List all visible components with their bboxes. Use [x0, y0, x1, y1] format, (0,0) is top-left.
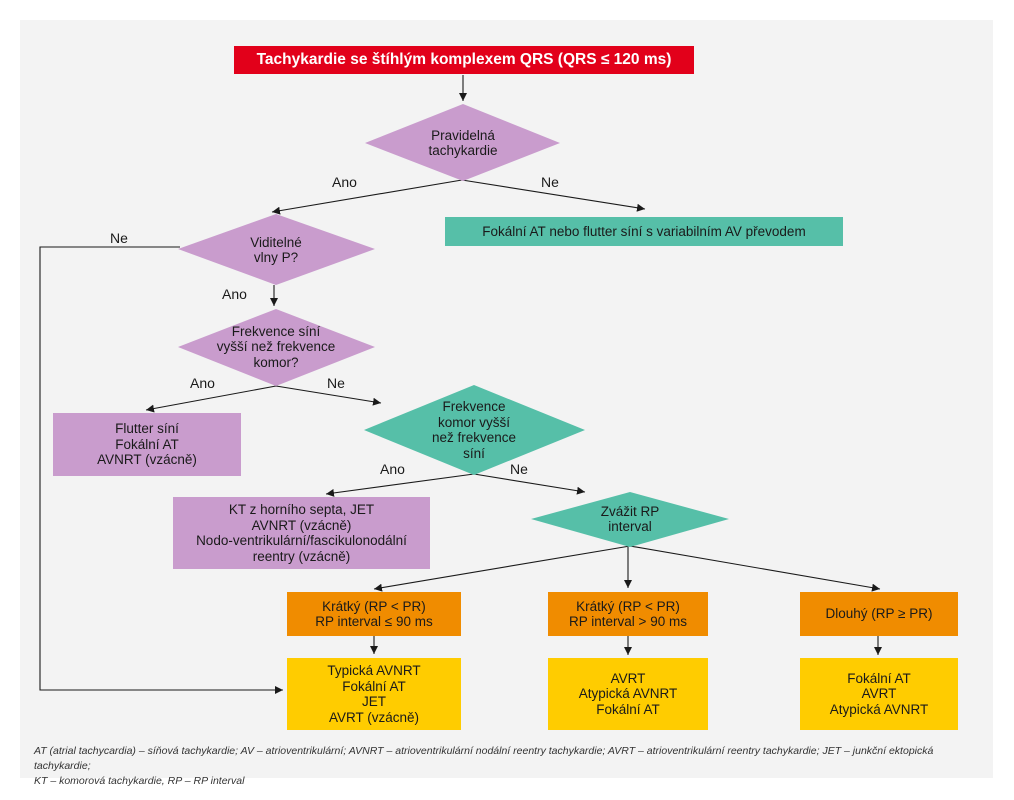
outcome-short-le90: Krátký (RP < PR) RP interval ≤ 90 ms [287, 592, 461, 636]
edge-rp-short-le90 [373, 545, 631, 592]
edge-label-atrial-yes: Ano [190, 375, 215, 391]
edge-regular-no [461, 179, 646, 212]
edge-visible-p-no [39, 246, 283, 694]
edge-label-regular-no: Ne [541, 174, 559, 190]
result-avrt: AVRT Atypická AVNRT Fokální AT [548, 658, 708, 730]
edge-ventricular-yes [325, 473, 475, 497]
decision-rp-interval-shape [531, 492, 729, 547]
decision-atrial-rate-shape [178, 309, 375, 386]
title-box: Tachykardie se štíhlým komplexem QRS (QR… [234, 46, 694, 74]
outcome-long: Dlouhý (RP ≥ PR) [800, 592, 958, 636]
title-text: Tachykardie se štíhlým komplexem QRS (QR… [256, 51, 672, 69]
decision-atrial-rate-text: Frekvence síní vyšší než frekvence komor… [216, 323, 336, 370]
decision-rp-interval-text: Zvážit RP interval [600, 503, 660, 535]
edge-label-ventricular-no: Ne [510, 461, 528, 477]
edge-label-visible-p-yes: Ano [222, 286, 247, 302]
footnote-line-1: AT (atrial tachycardia) – síňová tachyka… [34, 745, 934, 772]
edge-regular-yes [271, 179, 463, 215]
edge-label-ventricular-yes: Ano [380, 461, 405, 477]
footnote: AT (atrial tachycardia) – síňová tachyka… [34, 744, 984, 789]
outcome-kt-septum: KT z horního septa, JET AVNRT (vzácně) N… [173, 497, 430, 569]
footnote-line-2: KT – komorová tachykardie, RP – RP inter… [34, 775, 245, 787]
decision-ventricular-rate-shape [364, 385, 585, 475]
edge-label-atrial-no: Ne [327, 375, 345, 391]
edge-ventricular-no [473, 473, 586, 495]
edge-label-visible-p-no: Ne [110, 230, 128, 246]
outcome-short-gt90: Krátký (RP < PR) RP interval > 90 ms [548, 592, 708, 636]
edge-atrial-yes [145, 385, 277, 413]
decision-ventricular-rate-text: Frekvence komor vyšší než frekvence síní [431, 399, 517, 461]
outcome-atrial-flutter: Flutter síní Fokální AT AVNRT (vzácně) [53, 413, 241, 476]
edge-atrial-no [275, 385, 382, 406]
decision-regular-text: Pravidelná tachykardie [428, 127, 498, 159]
decision-visible-p-text: Viditelné vlny P? [250, 234, 302, 266]
edge-rp-long [629, 545, 881, 592]
outcome-variable-av: Fokální AT nebo flutter síní s variabiln… [445, 217, 843, 246]
result-typical: Typická AVNRT Fokální AT JET AVRT (vzácn… [287, 658, 461, 730]
edge-label-regular-yes: Ano [332, 174, 357, 190]
outcome-variable-av-text: Fokální AT nebo flutter síní s variabiln… [482, 223, 806, 239]
decision-visible-p-shape [178, 214, 375, 285]
decision-regular-shape [365, 104, 560, 181]
result-focal: Fokální AT AVRT Atypická AVNRT [800, 658, 958, 730]
